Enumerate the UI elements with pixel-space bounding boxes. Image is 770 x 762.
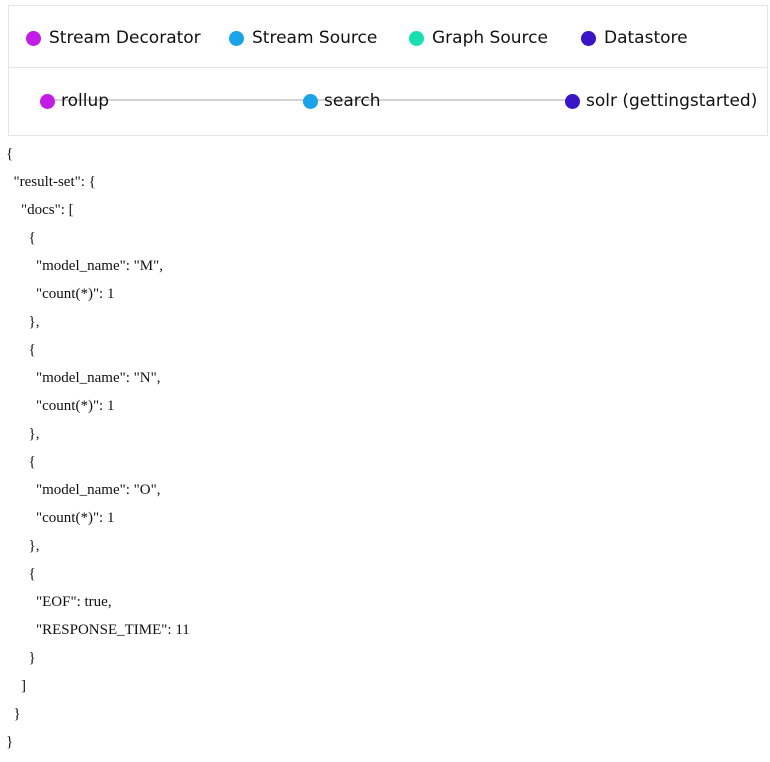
- json-line: "model_name": "M",: [6, 258, 163, 274]
- node-label: rollup: [61, 91, 110, 111]
- json-line: ]: [6, 678, 26, 694]
- node-label: search: [324, 91, 381, 111]
- graph-edge-rollup-search: [54, 99, 309, 101]
- node-dot-icon: [40, 93, 55, 109]
- graph-node-solr[interactable]: solr (gettingstarted): [565, 90, 757, 112]
- json-line: {: [6, 454, 36, 470]
- json-line: "model_name": "N",: [6, 370, 161, 386]
- node-type-legend: Stream Decorator Stream Source Graph Sou…: [9, 6, 767, 68]
- json-line: }: [6, 650, 36, 666]
- legend-label: Stream Source: [252, 28, 378, 48]
- graph-node-search[interactable]: search: [303, 90, 380, 112]
- graph-node-rollup[interactable]: rollup: [40, 90, 109, 112]
- stream-graph-panel: Stream Decorator Stream Source Graph Sou…: [8, 5, 768, 136]
- json-line: {: [6, 146, 14, 162]
- legend-item-graph-source: Graph Source: [409, 27, 548, 49]
- stream-graph: rollup search solr (gettingstarted): [9, 68, 767, 137]
- json-line: "result-set": {: [6, 174, 96, 190]
- stream-decorator-dot-icon: [26, 30, 41, 46]
- datastore-dot-icon: [581, 30, 596, 46]
- json-line: "RESPONSE_TIME": 11: [6, 622, 190, 638]
- legend-label: Stream Decorator: [49, 28, 201, 48]
- node-label: solr (gettingstarted): [586, 91, 758, 111]
- json-line: {: [6, 566, 36, 582]
- json-line: "count(*)": 1: [6, 398, 115, 414]
- json-line: "model_name": "O",: [6, 482, 161, 498]
- json-line: "count(*)": 1: [6, 286, 115, 302]
- json-line: {: [6, 342, 36, 358]
- json-line: {: [6, 230, 36, 246]
- json-result-output: { "result-set": { "docs": [ { "model_nam…: [6, 140, 190, 756]
- json-line: "EOF": true,: [6, 594, 112, 610]
- legend-item-stream-source: Stream Source: [229, 27, 377, 49]
- node-dot-icon: [303, 93, 318, 109]
- legend-item-stream-decorator: Stream Decorator: [26, 27, 201, 49]
- json-line: }: [6, 706, 21, 722]
- stream-source-dot-icon: [229, 30, 244, 46]
- json-line: },: [6, 538, 40, 554]
- graph-edge-search-solr: [317, 99, 573, 101]
- legend-label: Graph Source: [432, 28, 548, 48]
- json-line: "docs": [: [6, 202, 74, 218]
- node-dot-icon: [565, 93, 580, 109]
- legend-label: Datastore: [604, 28, 688, 48]
- json-line: },: [6, 314, 40, 330]
- json-line: },: [6, 426, 40, 442]
- graph-source-dot-icon: [409, 30, 424, 46]
- json-line: }: [6, 734, 14, 750]
- json-line: "count(*)": 1: [6, 510, 115, 526]
- legend-item-datastore: Datastore: [581, 27, 688, 49]
